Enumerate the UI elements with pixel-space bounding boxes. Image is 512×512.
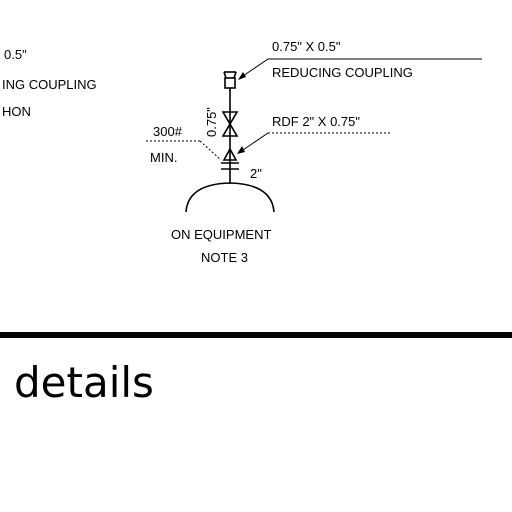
left-fragment-line2: ING COUPLING [2, 77, 97, 92]
rating-leader [199, 140, 222, 161]
rating-label: 300# [153, 124, 183, 139]
equipment-label: ON EQUIPMENT [171, 227, 271, 242]
equipment-head-icon [185, 182, 275, 213]
note-label: NOTE 3 [201, 250, 248, 265]
top-leader-arrow [238, 72, 246, 80]
valve-upper-bottom-icon [221, 122, 239, 137]
valve-upper-top-icon [221, 111, 239, 126]
rdf-leader [239, 132, 269, 153]
nozzle-size-label: 2" [250, 166, 262, 181]
section-caption: details [14, 358, 154, 407]
top-label: 0.75" X 0.5" [272, 39, 341, 54]
vertical-size-label: 0.75" [204, 107, 219, 137]
left-fragment-line1: 0.5" [4, 47, 27, 62]
section-divider [0, 332, 512, 338]
top-label-line2: REDUCING COUPLING [272, 65, 413, 80]
piping-detail-drawing: 0.5" ING COUPLING HON 0.75" X 0.5" REDUC… [2, 39, 482, 265]
rdf-label: RDF 2" X 0.75" [272, 114, 360, 129]
rdf-leader-arrow [237, 146, 245, 154]
reducing-coupling-icon [224, 77, 236, 89]
rdf-flange-icon [222, 147, 238, 161]
left-fragment-line3: HON [2, 104, 31, 119]
min-label: MIN. [150, 150, 177, 165]
